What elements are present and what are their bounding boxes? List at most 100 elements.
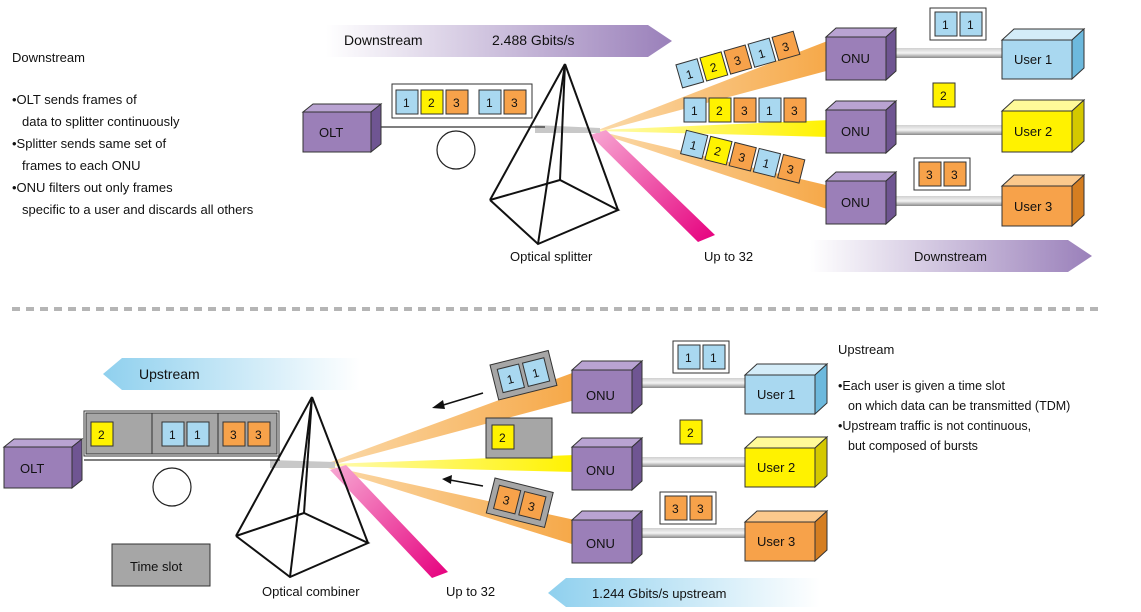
- us-user3-frames: 3 3: [659, 491, 717, 525]
- svg-text:3: 3: [951, 168, 958, 182]
- svg-text:1: 1: [531, 366, 541, 381]
- svg-text:3: 3: [741, 104, 748, 118]
- us-motion-arrows: [432, 392, 484, 487]
- us-onu-3: ONU: [570, 509, 644, 565]
- svg-text:3: 3: [737, 150, 747, 165]
- svg-text:2: 2: [716, 104, 723, 118]
- us-onu-1: ONU: [570, 359, 644, 415]
- us-user-3: User 3: [743, 509, 829, 563]
- ds-onu-1: ONU: [824, 26, 898, 82]
- ds-bullet-1b: data to splitter continuously: [22, 114, 180, 129]
- svg-text:3: 3: [785, 162, 795, 177]
- svg-text:ONU: ONU: [586, 388, 615, 403]
- splitter-label: Optical splitter: [510, 249, 593, 264]
- us-burst-1: 1 1: [489, 349, 558, 401]
- ds-frame: [503, 89, 527, 115]
- ds-tilted-frames-3: 1 2 3 1 3: [680, 129, 806, 184]
- ds-fiber-loop: [436, 130, 476, 170]
- ds-user-1: User 1: [1000, 27, 1086, 81]
- svg-text:3: 3: [501, 493, 511, 508]
- ds-user3-frames: 3 3: [913, 157, 971, 191]
- ds-olt-label: OLT: [319, 125, 343, 140]
- svg-text:1: 1: [691, 104, 698, 118]
- svg-text:2: 2: [708, 60, 719, 75]
- us-onu-2: ONU: [570, 436, 644, 492]
- svg-text:on which data can be transmitt: on which data can be transmitted (TDM): [848, 399, 1070, 413]
- svg-text:3: 3: [453, 96, 460, 110]
- svg-text:2: 2: [687, 426, 694, 440]
- svg-text:ONU: ONU: [841, 51, 870, 66]
- svg-text:3: 3: [672, 502, 679, 516]
- upstream-section: Upstream OLT 2 1 1 3: [2, 340, 1070, 607]
- svg-text:3: 3: [780, 39, 791, 54]
- downstream-bottom-arrow-label: Downstream: [914, 249, 987, 264]
- svg-text:3: 3: [791, 104, 798, 118]
- svg-text:1: 1: [684, 67, 695, 82]
- svg-text:1: 1: [403, 96, 410, 110]
- svg-text:3: 3: [732, 53, 743, 68]
- downstream-section: Downstream •OLT sends frames of data to …: [12, 7, 1092, 272]
- ds-onu-2: ONU: [824, 99, 898, 155]
- svg-text:•Each user is given a time slo: •Each user is given a time slot: [838, 379, 1005, 393]
- time-slot-legend: Time slot: [111, 543, 211, 587]
- us-time-slots: 2 1 1 3 3: [83, 410, 280, 457]
- downstream-top-arrow: Downstream 2.488 Gbits/s: [326, 25, 672, 57]
- optical-combiner: [235, 396, 371, 579]
- combiner-label: Optical combiner: [262, 584, 360, 599]
- svg-text:User 1: User 1: [1014, 52, 1052, 67]
- downstream-beams: [535, 40, 830, 242]
- downstream-bullets: •OLT sends frames of data to splitter co…: [12, 92, 254, 217]
- svg-text:•Upstream traffic is not conti: •Upstream traffic is not continuous,: [838, 419, 1031, 433]
- svg-text:3: 3: [230, 428, 237, 442]
- upstream-rate: 1.244 Gbits/s upstream: [592, 586, 726, 601]
- svg-text:2: 2: [713, 144, 723, 159]
- ds-bullet-2a: •Splitter sends same set of: [12, 136, 167, 151]
- svg-text:User 3: User 3: [757, 534, 795, 549]
- svg-text:1: 1: [194, 428, 201, 442]
- svg-text:3: 3: [511, 96, 518, 110]
- svg-text:2: 2: [428, 96, 435, 110]
- svg-text:User 2: User 2: [1014, 124, 1052, 139]
- time-slot-label: Time slot: [130, 559, 183, 574]
- us-user1-frames: 1 1: [672, 340, 730, 374]
- us-olt-label: OLT: [20, 461, 44, 476]
- ds-frame: [478, 89, 502, 115]
- upstream-rate-arrow: 1.244 Gbits/s upstream: [548, 578, 820, 607]
- svg-text:User 1: User 1: [757, 387, 795, 402]
- ds-bullet-3a: •ONU filters out only frames: [12, 180, 173, 195]
- svg-text:ONU: ONU: [586, 536, 615, 551]
- svg-text:User 2: User 2: [757, 460, 795, 475]
- ds-frame: [395, 89, 419, 115]
- svg-text:1: 1: [506, 372, 516, 387]
- us-user-2: User 2: [743, 435, 829, 489]
- upstream-heading: Upstream: [838, 342, 894, 357]
- downstream-arrow-label: Downstream: [344, 32, 423, 48]
- upstream-arrow: Upstream: [103, 358, 360, 390]
- downstream-bottom-arrow: Downstream: [810, 240, 1092, 272]
- downstream-rate: 2.488 Gbits/s: [492, 32, 575, 48]
- ds-up-to-32: Up to 32: [704, 249, 753, 264]
- svg-text:1: 1: [486, 96, 493, 110]
- us-burst-2: 2: [485, 417, 553, 459]
- svg-text:1: 1: [967, 18, 974, 32]
- ds-fiber-frames: 1 2 3 1 3: [391, 83, 533, 119]
- svg-text:1: 1: [756, 46, 767, 61]
- svg-text:1: 1: [942, 18, 949, 32]
- ds-olt-box: OLT: [301, 102, 383, 154]
- ds-straight-frames-2: 1 2 3 1 3: [683, 97, 807, 123]
- svg-text:2: 2: [940, 89, 947, 103]
- svg-text:3: 3: [255, 428, 262, 442]
- ds-frame: [445, 89, 469, 115]
- svg-text:3: 3: [926, 168, 933, 182]
- us-burst-3: 3 3: [485, 477, 554, 529]
- upstream-bullets: •Each user is given a time slot on which…: [838, 379, 1070, 453]
- ds-bullet-2b: frames to each ONU: [22, 158, 141, 173]
- svg-text:1: 1: [761, 156, 771, 171]
- downstream-heading: Downstream: [12, 50, 85, 65]
- svg-text:2: 2: [499, 431, 506, 445]
- ds-user-3: User 3: [1000, 173, 1086, 228]
- optical-splitter: [489, 63, 621, 246]
- svg-text:1: 1: [169, 428, 176, 442]
- svg-text:3: 3: [697, 502, 704, 516]
